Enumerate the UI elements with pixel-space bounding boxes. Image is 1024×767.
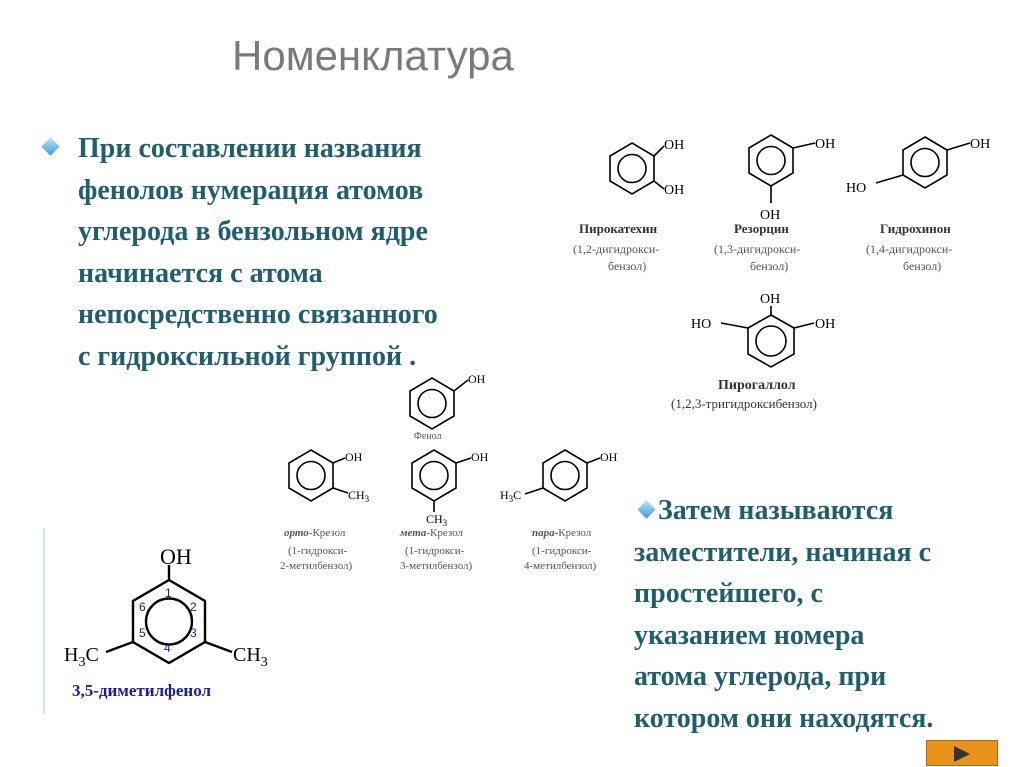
oh-label: OH: [815, 317, 835, 332]
nomenclature-paragraph-1: При составлении названия фенолов нумерац…: [40, 128, 438, 377]
ortho-cresol-systematic: 2-метилбензол): [280, 560, 353, 572]
ho-label: HO: [691, 317, 711, 332]
oh-label: OH: [970, 137, 990, 152]
oh-label: OH: [664, 183, 684, 198]
pyrocatechin-systematic: (1,2-дигидрокси-: [573, 242, 659, 256]
slide-title: Номенклатура: [232, 32, 514, 79]
h3c-label: H3C: [500, 488, 521, 504]
atom-number: 2: [190, 600, 197, 614]
oh-label: OH: [760, 208, 780, 223]
hydroquinone-ring: [875, 136, 971, 189]
oh-label: OH: [471, 450, 489, 464]
decorative-vertical-line: [43, 528, 45, 714]
pyrocatechin-name: Пирокатехин: [579, 221, 658, 236]
oh-label: OH: [468, 372, 486, 386]
ho-label: HO: [846, 181, 866, 196]
resorcin-systematic: (1,3-дигидрокси-: [714, 242, 800, 256]
para-cresol-systematic: 4-метилбензол): [524, 560, 597, 572]
paragraph-line: При составлении названия: [78, 133, 422, 164]
oh-label: OH: [664, 138, 684, 153]
oh-label: OH: [600, 450, 618, 464]
resorcin-name: Резорцин: [734, 221, 789, 236]
pyrogallol-systematic: (1,2,3-тригидроксибензол): [671, 396, 817, 411]
hydroquinone-name: Гидрохинон: [880, 221, 951, 236]
oh-label: OH: [345, 450, 363, 464]
ch3-label: CH3: [348, 488, 370, 504]
oh-label: OH: [760, 292, 780, 307]
paragraph-line: фенолов нумерация атомов: [78, 174, 424, 206]
h3c-label: H3C: [64, 644, 99, 670]
play-arrow-icon: [954, 746, 970, 762]
atom-number: 5: [139, 626, 146, 640]
paragraph-line: с гидроксильной группой .: [78, 340, 417, 372]
meta-cresol-systematic: (1-гидрокси-: [405, 545, 465, 557]
paragraph-line: углерода в бензольном ядре: [78, 216, 428, 247]
pyrocatechin-systematic: бензол): [608, 259, 646, 273]
atom-number: 6: [139, 600, 146, 614]
para-cresol-systematic: (1-гидрокси-: [532, 545, 592, 557]
meta-cresol-systematic: 3-метилбензол): [400, 560, 473, 572]
ch3-label: CH3: [233, 644, 268, 670]
oh-label: OH: [160, 544, 192, 569]
paragraph-line: заместители, начиная с: [634, 536, 932, 568]
resorcin-ring: [748, 134, 816, 203]
paragraph-line: непосредственно связанного: [78, 299, 438, 330]
dimethylphenol-name: 3,5-диметилфенол: [72, 681, 211, 700]
dimethylphenol-ring: [105, 565, 233, 665]
oh-label: OH: [815, 137, 835, 152]
ortho-cresol-ring: [288, 449, 349, 502]
paragraph-line: котором они находятся.: [634, 702, 934, 734]
pyrogallol-name: Пирогаллол: [718, 378, 796, 393]
nomenclature-paragraph-2: Затем называются заместители, начиная с …: [634, 490, 933, 739]
paragraph-line: указанием номера: [634, 619, 865, 651]
phenol-name: Фенол: [414, 431, 442, 442]
ch3-label: CH3: [426, 512, 448, 528]
atom-number: 1: [165, 586, 172, 600]
meta-cresol-ring: [411, 449, 472, 512]
hydroquinone-systematic: (1,4-дигидрокси-: [866, 242, 952, 256]
para-cresol-name: пара-Крезол: [532, 527, 592, 539]
atom-number: 4: [164, 641, 171, 655]
paragraph-line: атома углерода, при: [634, 661, 887, 692]
phenol-ring: [409, 377, 469, 430]
para-cresol-ring: [524, 449, 601, 502]
paragraph-line: начинается с атома: [78, 257, 323, 289]
pyrogallol-ring: [720, 306, 815, 368]
next-slide-button[interactable]: [926, 740, 998, 766]
hydroquinone-systematic: бензол): [903, 259, 941, 273]
pyrocatechin-ring: [609, 142, 665, 195]
paragraph-line: простейшего, с: [634, 578, 823, 609]
atom-number: 3: [190, 626, 197, 640]
ortho-cresol-name: орто-Крезол: [284, 527, 346, 539]
resorcin-systematic: бензол): [750, 259, 788, 273]
paragraph-line: Затем называются: [658, 495, 894, 526]
meta-cresol-name: мета-Крезол: [399, 527, 463, 539]
ortho-cresol-systematic: (1-гидрокси-: [288, 545, 348, 557]
